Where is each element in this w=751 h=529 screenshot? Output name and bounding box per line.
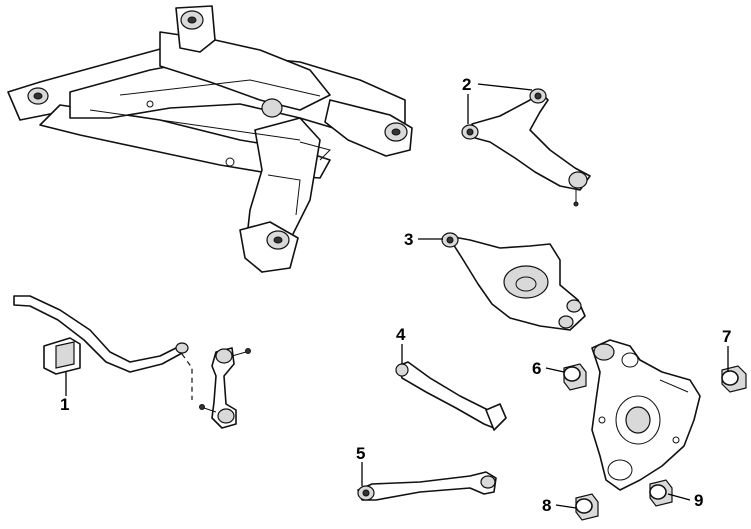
callout-9: 9 — [694, 491, 703, 510]
bushing-9 — [649, 479, 673, 507]
callout-2: 2 — [462, 75, 471, 94]
callout-3: 3 — [404, 230, 413, 249]
bushing-6 — [563, 363, 587, 391]
rear-subframe — [7, 5, 413, 273]
toe-control-link — [395, 361, 507, 431]
stabilizer-bar — [13, 295, 251, 429]
callout-4: 4 — [396, 325, 406, 344]
callout-1: 1 — [60, 395, 69, 414]
bushing-8 — [575, 493, 599, 521]
upper-control-arm — [461, 88, 591, 207]
callout-8: 8 — [542, 496, 551, 515]
callout-7: 7 — [722, 327, 731, 346]
callout-leaders — [65, 83, 729, 509]
bushing-7 — [721, 365, 747, 393]
rear-knuckle — [591, 339, 701, 491]
callout-5: 5 — [356, 444, 365, 463]
lateral-link — [357, 471, 497, 501]
callout-6: 6 — [532, 359, 541, 378]
lower-control-arm — [441, 232, 586, 331]
